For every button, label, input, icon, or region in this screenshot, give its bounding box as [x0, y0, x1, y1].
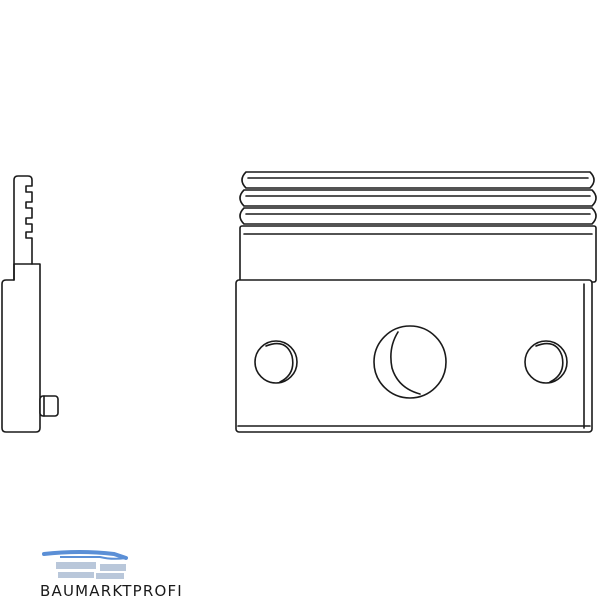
- side-view-step-line: [13, 263, 33, 281]
- side-view: [1, 175, 59, 433]
- right-hole-countersink: [535, 342, 564, 383]
- left-hole-countersink: [265, 342, 294, 383]
- right-hole: [524, 340, 568, 384]
- brand-mark-icon: [42, 550, 128, 579]
- center-hole-countersink: [390, 331, 421, 395]
- brand-logo-text: BAUMARKTPROFI: [40, 582, 183, 600]
- left-hole: [254, 340, 298, 384]
- side-view-profile: [1, 175, 41, 433]
- rib-3: [239, 207, 597, 225]
- rib-2: [239, 189, 597, 207]
- front-view: [235, 171, 597, 433]
- brand-logo: BAUMARKTPROFI: [40, 548, 182, 600]
- rib-1: [241, 171, 595, 189]
- side-view-pin: [39, 395, 59, 417]
- center-hole: [373, 325, 447, 399]
